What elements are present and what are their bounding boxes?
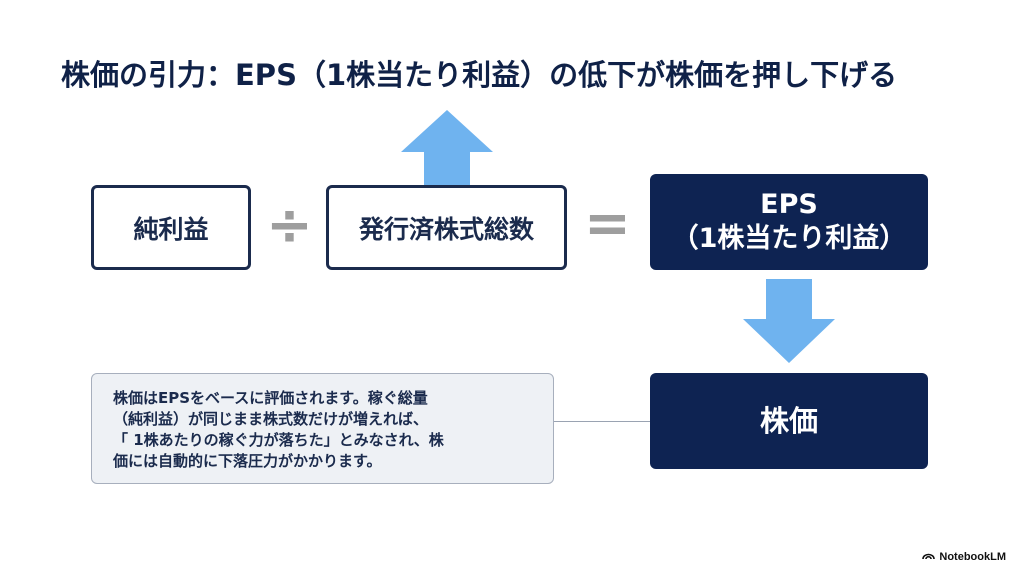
eps-box: EPS （1株当たり利益） xyxy=(650,174,928,270)
down-arrow-icon xyxy=(743,279,835,363)
note-connector-line xyxy=(554,421,650,422)
equals-symbol: = xyxy=(584,191,631,256)
note-line: 「 1株あたりの稼ぐ力が落ちた」とみなされ、株 xyxy=(113,431,444,449)
eps-label: EPS xyxy=(760,189,818,221)
note-line: 価には自動的に下落圧力がかかります。 xyxy=(113,452,382,470)
brand-name: NotebookLM xyxy=(939,550,1006,563)
stock-price-label: 株価 xyxy=(759,403,818,438)
divide-symbol: ÷ xyxy=(266,193,313,258)
brand-watermark: NotebookLM xyxy=(922,550,1006,563)
shares-outstanding-label: 発行済株式総数 xyxy=(358,214,534,244)
note-line: 株価はEPSをベースに評価されます。稼ぐ総量 xyxy=(113,389,428,407)
notebooklm-logo-icon xyxy=(922,550,936,563)
shares-outstanding-box: 発行済株式総数 xyxy=(326,185,567,270)
page-title: 株価の引力：EPS（1株当たり利益）の低下が株価を押し下げる xyxy=(61,58,898,92)
stock-price-box: 株価 xyxy=(650,373,928,469)
net-income-label: 純利益 xyxy=(133,214,209,244)
net-income-box: 純利益 xyxy=(91,185,251,270)
note-line: （純利益）が同じまま株式数だけが増えれば、 xyxy=(113,410,429,428)
up-arrow-icon xyxy=(401,110,493,196)
explanation-note: 株価はEPSをベースに評価されます。稼ぐ総量 （純利益）が同じまま株式数だけが増… xyxy=(91,373,554,484)
eps-sublabel: （1株当たり利益） xyxy=(671,223,907,254)
